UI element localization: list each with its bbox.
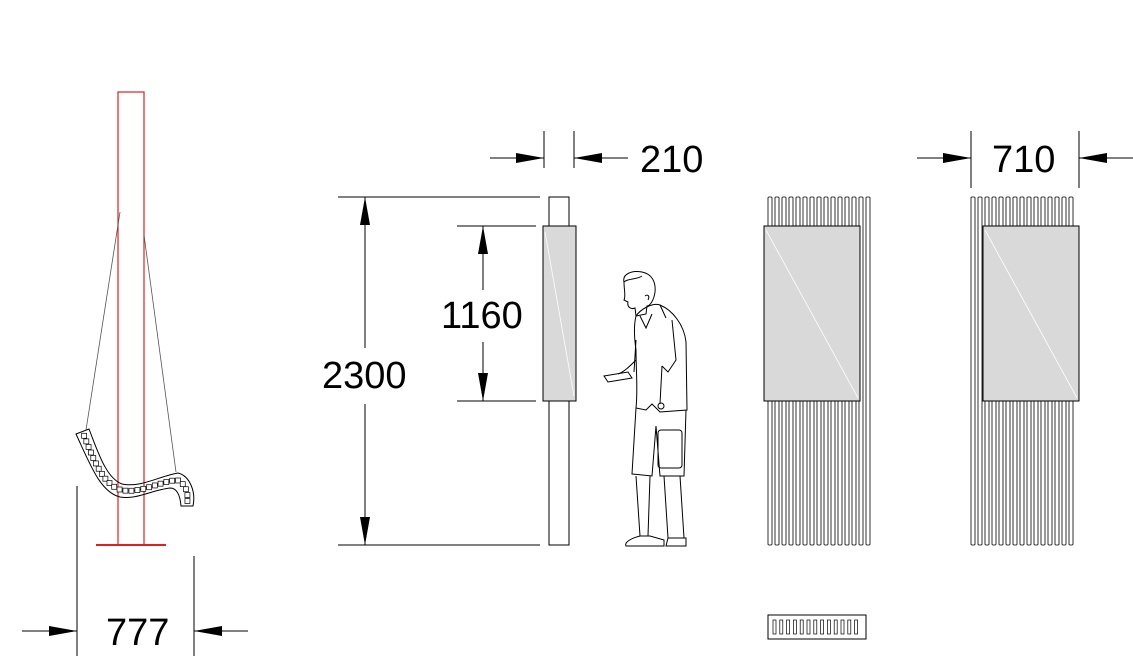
dimension-post-depth: 210 [490,131,703,181]
dim-arrow-left [943,153,971,163]
post-outline-red [117,91,145,546]
person-legs [635,475,685,539]
plan-slat [847,619,852,635]
dim-label-2300: 2300 [322,355,407,397]
person-left-foot [625,535,665,547]
person-right-foot [665,537,687,547]
plan-view-slats [767,614,867,640]
dim-label-210: 210 [640,139,703,181]
seat-slat [146,484,152,491]
seat-slat [134,487,141,493]
person-collar [639,304,667,330]
seat-slat [183,486,189,493]
seat-slat [93,460,99,467]
person-hair [623,275,650,301]
seat-slat [88,449,94,456]
dim-arrow-right [574,153,602,163]
bench-seat-slats [81,432,191,504]
plan-slat [854,619,858,635]
panel-side [542,225,577,402]
plan-slat [786,619,790,635]
seat-slat [83,438,90,445]
seat-slat [90,455,97,461]
seat-slat [169,477,176,484]
person-head [623,271,656,317]
person-phone [603,371,633,383]
seat-slat [163,479,170,485]
dim-arrow-right [194,626,222,636]
side-view-post [542,196,577,546]
dim-label-777: 777 [106,612,169,654]
dim-arrow-top [360,197,370,225]
side-view-bench [75,91,195,546]
seat-slat [122,487,129,494]
person-watch [657,402,665,410]
seat-slat [111,483,118,490]
dim-arrow-top [478,226,488,254]
seat-slat [98,471,105,477]
dim-arrow-left [49,626,77,636]
bench-seat-profile-outer [75,428,195,507]
plan-slat [820,619,824,635]
person-arm [617,359,663,405]
seat-slat [81,432,87,439]
panel-side-reflection [544,231,575,397]
plan-slat [779,619,784,635]
plan-slat [840,619,845,635]
seat-slat [151,482,158,489]
dimension-bench-width: 777 [22,486,248,656]
seat-slat [102,475,109,482]
dim-label-1160: 1160 [441,295,523,337]
dim-arrow-bottom [478,373,488,401]
plan-slat [799,619,804,635]
plan-slat [793,619,797,635]
seat-slat [116,486,123,493]
panel-reflection-middle [765,229,859,399]
seat-slat [184,498,191,504]
seat-slat [184,492,191,498]
plan-view-slat-marks [772,619,858,635]
person-sleeve [633,319,677,373]
dim-arrow-bottom [360,517,370,545]
plan-slat [827,619,831,635]
person-figure [603,271,688,547]
dimension-unit-width: 710 [917,131,1133,188]
plan-slat [833,619,838,635]
person-pocket [657,429,683,469]
plan-slat [772,619,777,635]
front-view-unit-middle [763,196,871,546]
person-shorts [631,407,687,477]
seat-slat [85,444,92,450]
plan-slat [813,619,818,635]
plan-slat [806,619,811,635]
front-view-unit-right [970,196,1080,546]
seat-slat [175,477,181,484]
dim-arrow-right [1079,153,1107,163]
dimension-total-height: 2300 [322,196,540,546]
dim-arrow-left [516,153,544,163]
right-unit-bar [977,196,983,546]
seat-slat [128,487,135,494]
seat-slat [157,480,164,487]
seat-slat [106,480,113,486]
seat-slat [95,465,102,472]
plan-view-outline [767,614,867,640]
dimension-panel-height: 1160 [441,225,536,402]
middle-unit-bar [865,196,871,546]
person-shirt [634,303,688,413]
seat-slat [140,485,147,492]
seat-slat [179,481,186,488]
dim-label-710: 710 [992,139,1055,181]
panel-reflection-right [984,229,1078,399]
cord-right [143,234,177,473]
right-unit-bar [970,196,976,546]
cord-left [85,211,121,431]
